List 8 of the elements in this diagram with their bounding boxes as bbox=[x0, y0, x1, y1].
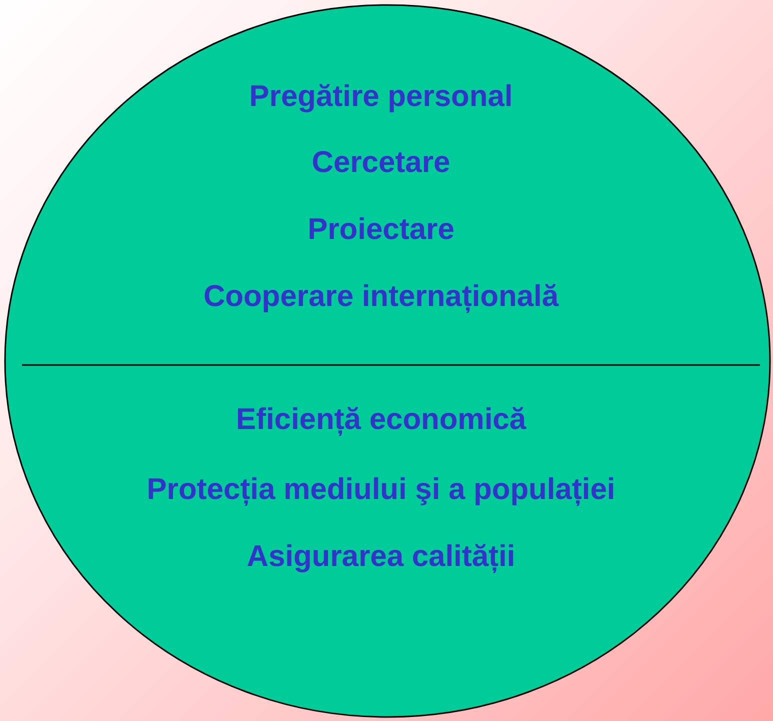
topic-text: Eficiență economică bbox=[236, 402, 526, 438]
circle-node bbox=[4, 4, 771, 718]
topic-text: Pregătire personal bbox=[249, 80, 513, 114]
topic-text: Cooperare internațională bbox=[203, 280, 559, 314]
topic-text: Asigurarea calității bbox=[246, 540, 516, 574]
topic-text: Proiectare bbox=[308, 212, 454, 248]
topic-text: Protecția mediului şi a populației bbox=[146, 472, 616, 508]
topic-text: Cercetare bbox=[312, 146, 450, 180]
